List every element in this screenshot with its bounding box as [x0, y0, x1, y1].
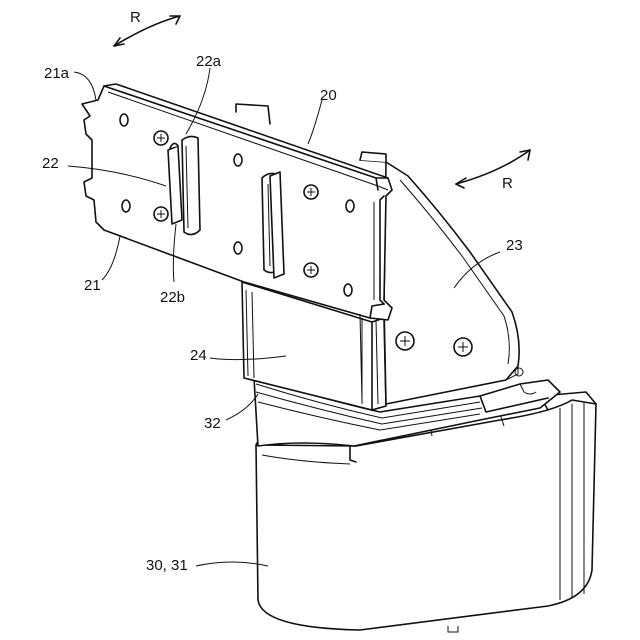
label-22b: 22b [160, 289, 185, 306]
label-22: 22 [42, 155, 59, 172]
label-r-right: R [502, 175, 513, 192]
label-21a: 21a [44, 65, 70, 82]
rotation-arrow-top [114, 16, 180, 46]
label-24: 24 [190, 347, 207, 364]
label-22a: 22a [196, 53, 222, 70]
label-32: 32 [204, 415, 221, 432]
rotation-arrow-right [456, 150, 530, 188]
label-r-top: R [130, 9, 141, 26]
label-21: 21 [84, 277, 101, 294]
label-20: 20 [320, 87, 337, 104]
label-23: 23 [506, 237, 523, 254]
label-30-31: 30, 31 [146, 557, 188, 574]
